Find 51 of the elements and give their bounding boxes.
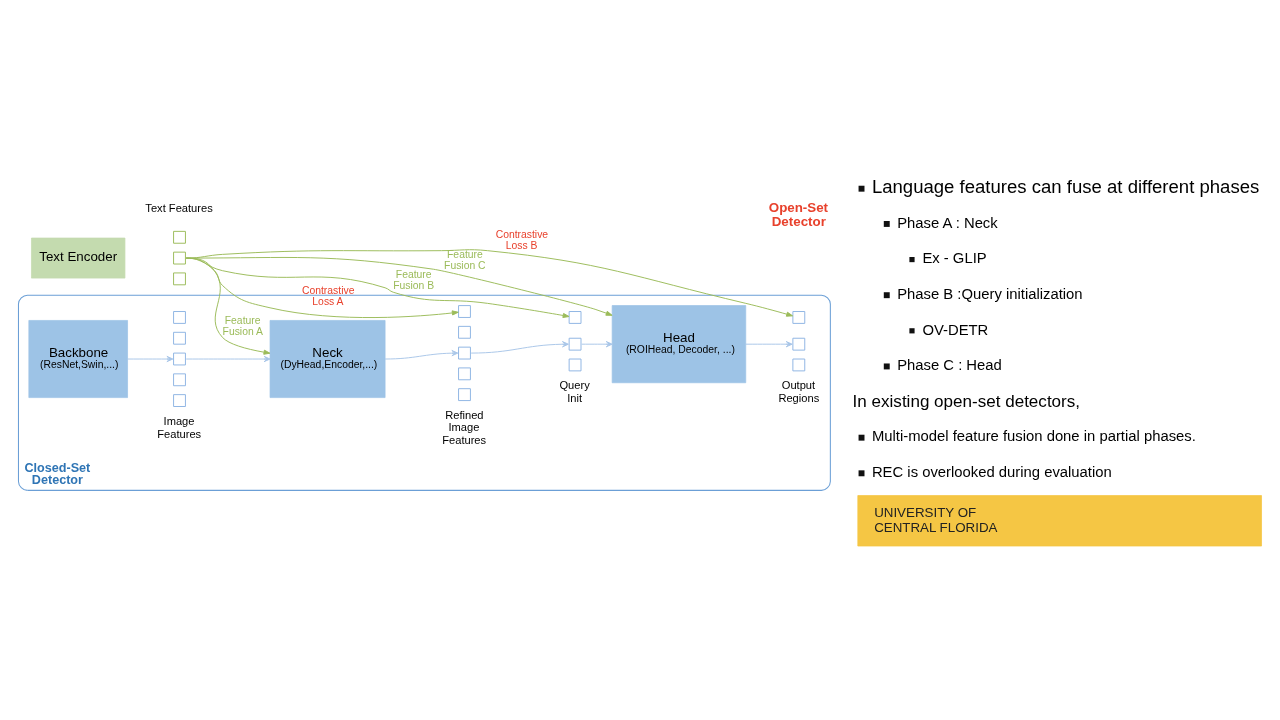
node-box — [568, 310, 582, 324]
label: Language features can fuse at different phases — [871, 175, 1260, 197]
node-box — [458, 346, 471, 359]
arrow — [384, 349, 459, 359]
arrow — [745, 340, 793, 347]
label: Phase A : Neck — [897, 214, 998, 231]
node-box: Backbone (ResNet,Swin,...) — [28, 319, 128, 398]
node-label: Output Regions — [778, 378, 820, 404]
node-box — [792, 310, 806, 324]
node-box — [792, 337, 806, 351]
label: Multi-model feature fusion done in partial phases. — [871, 427, 1196, 444]
label: Phase B :Query initialization — [897, 285, 1083, 302]
node-box: Head (ROIHead, Decoder, ...) — [611, 304, 747, 383]
node-box — [458, 387, 471, 401]
arrow — [127, 355, 174, 362]
label: Phase C : Head — [897, 356, 1002, 373]
node-box — [173, 310, 186, 324]
arrow — [185, 355, 271, 362]
node-label: Refined Image Features — [442, 408, 487, 446]
node-box — [458, 325, 471, 339]
edge-label: Feature Fusion B — [393, 268, 435, 291]
node-box — [173, 352, 186, 365]
node-box — [173, 331, 186, 345]
node-box — [792, 358, 806, 371]
label: Open-Set Detector — [768, 199, 829, 229]
edge-label: Feature Fusion C — [444, 247, 486, 271]
arrow — [581, 340, 613, 347]
label: In existing open-set detectors, — [852, 391, 1081, 411]
node-box — [173, 372, 186, 386]
node-box — [173, 393, 186, 407]
node-box — [568, 358, 582, 371]
node-box — [173, 271, 186, 285]
node-label: Image Features — [157, 414, 202, 440]
node-box — [568, 337, 582, 351]
node-box: Text Encoder — [31, 237, 126, 278]
node-box — [458, 304, 471, 318]
arrow — [470, 340, 569, 354]
node-label: Text Features — [145, 201, 213, 214]
edge-label: Contrastive Loss B — [495, 228, 549, 251]
label: Ex - GLIP — [922, 249, 987, 266]
node-box — [173, 251, 186, 264]
node-box — [173, 230, 186, 244]
arrow — [185, 248, 794, 317]
node-box: UNIVERSITY OF CENTRAL FLORIDA — [857, 494, 1262, 546]
edge-label: Contrastive Loss A — [301, 284, 355, 307]
node-box — [458, 366, 471, 380]
node-label: Query Init — [559, 378, 590, 404]
label: REC is overlooked during evaluation — [871, 463, 1112, 480]
node-box: Neck (DyHead,Encoder,...) — [269, 319, 386, 398]
label: OV-DETR — [922, 321, 989, 338]
edge-label: Feature Fusion A — [222, 314, 263, 337]
